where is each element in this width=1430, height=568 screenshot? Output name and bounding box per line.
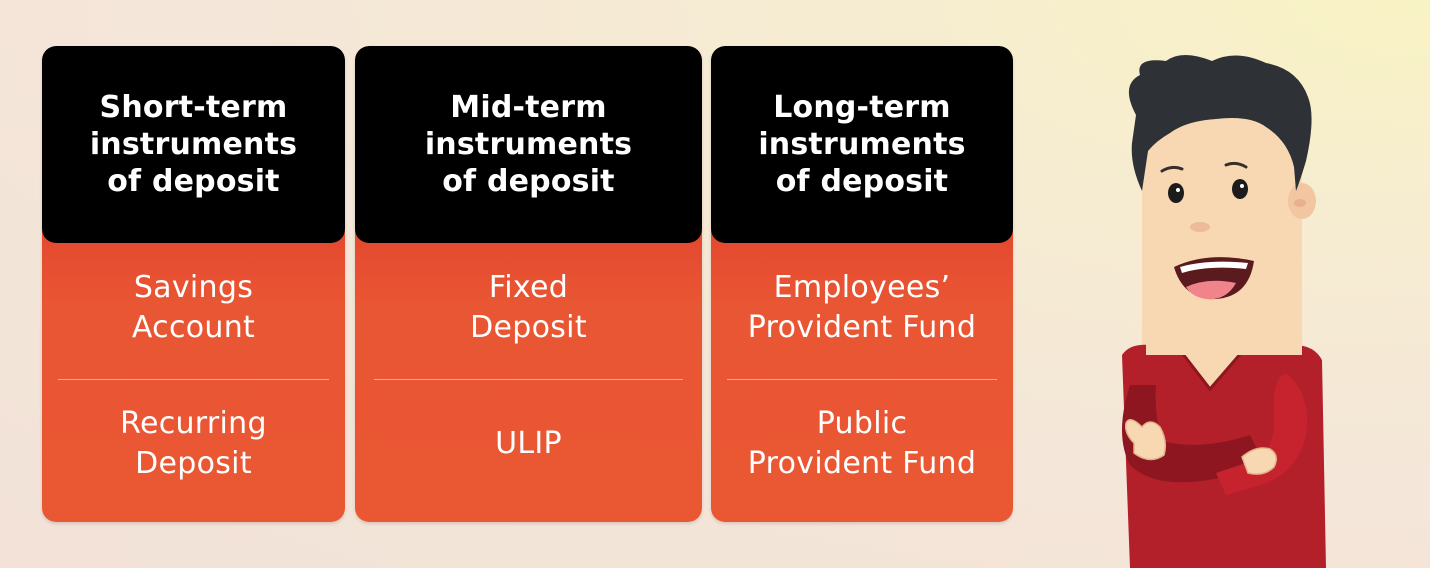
column-body: Employees’ Provident Fund Public Provide… [711,231,1013,522]
list-item: ULIP [495,426,562,461]
divider [58,379,329,380]
column-body: Fixed Deposit ULIP [355,231,702,522]
column-long-term: Long-term instruments of deposit Employe… [711,46,1013,522]
divider [727,379,997,380]
column-header: Short-term instruments of deposit [42,46,345,243]
column-header: Long-term instruments of deposit [711,46,1013,243]
column-mid-term: Mid-term instruments of deposit Fixed De… [355,46,702,522]
list-item: Employees’ Provident Fund [747,270,977,345]
column-title: Long-term instruments of deposit [758,90,966,199]
column-title: Short-term instruments of deposit [89,90,298,199]
column-short-term: Short-term instruments of deposit Saving… [42,46,345,522]
column-body: Savings Account Recurring Deposit [42,231,345,522]
list-item: Recurring Deposit [120,406,267,481]
cartoon-man-illustration [1122,55,1326,568]
column-title: Mid-term instruments of deposit [424,90,633,199]
column-header: Mid-term instruments of deposit [355,46,702,243]
list-item: Fixed Deposit [470,270,587,345]
list-item: Savings Account [131,270,256,345]
list-item: Public Provident Fund [747,406,977,481]
divider [374,379,683,380]
